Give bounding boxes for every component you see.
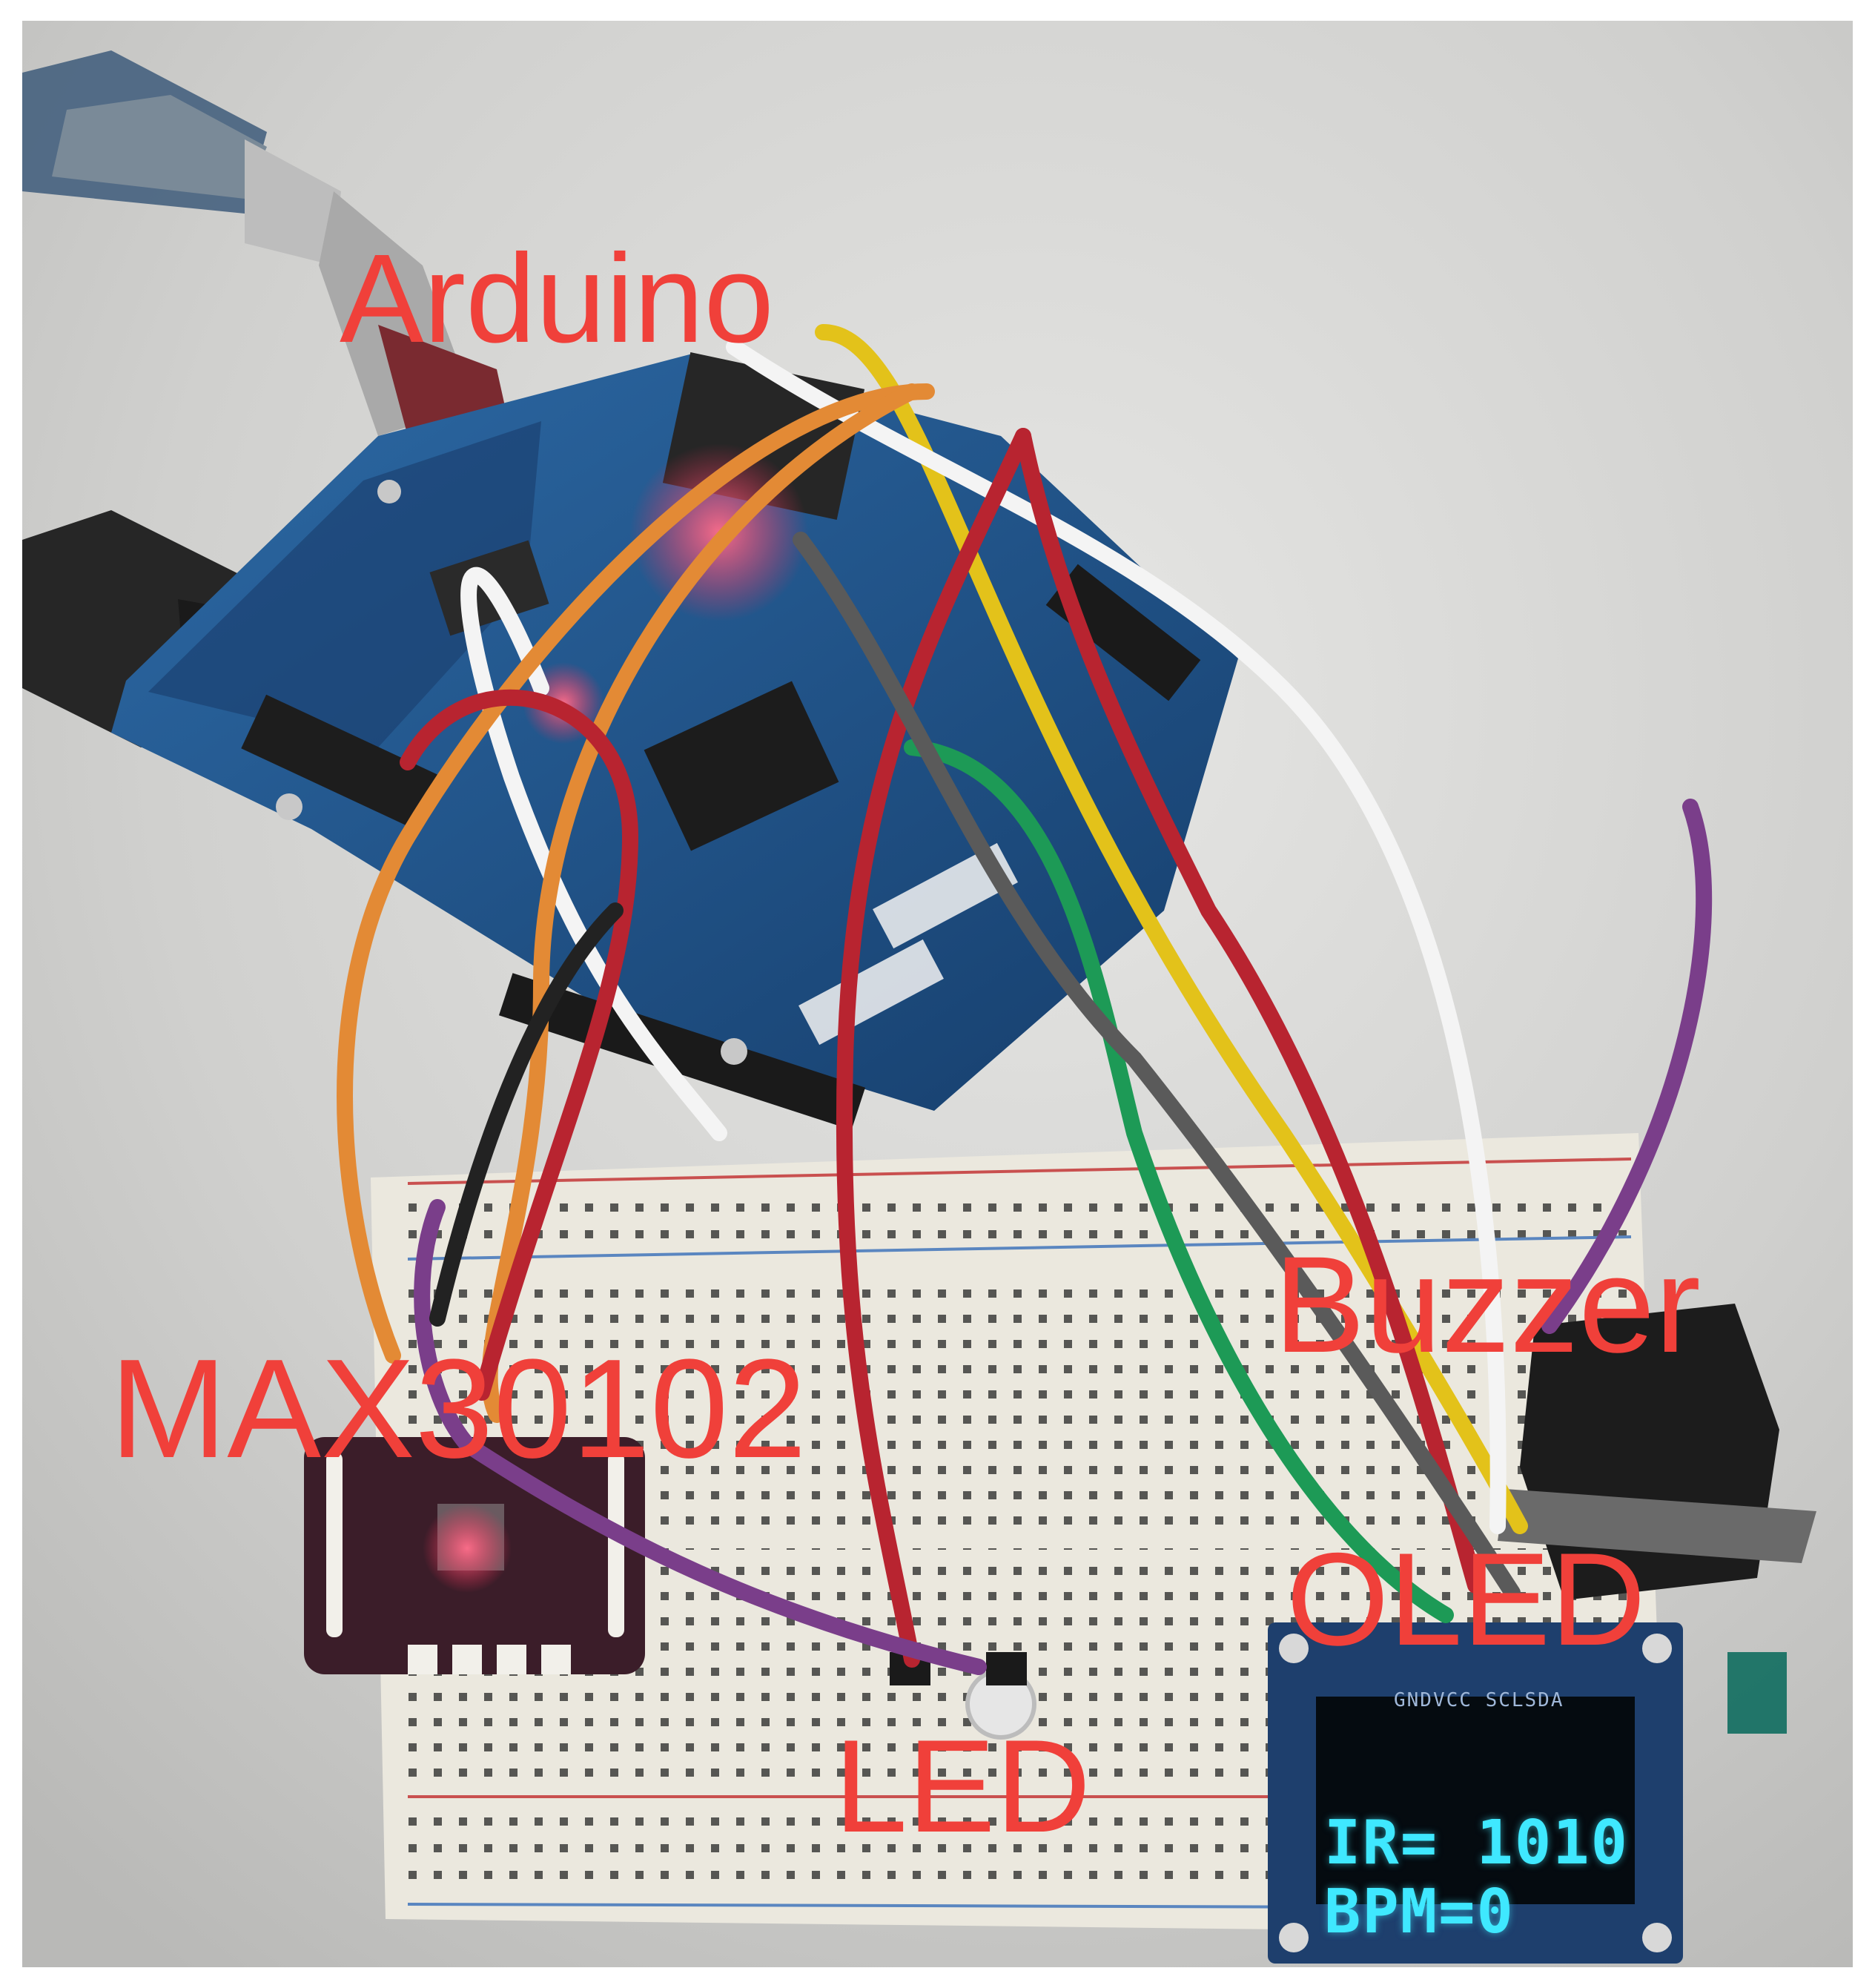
jumper-wires xyxy=(337,324,1713,1675)
oled-ir-readout: IR= 1010 xyxy=(1324,1808,1629,1878)
usb-cable-icon xyxy=(22,50,512,436)
label-led: LED xyxy=(834,1712,1091,1860)
oled-header-label: GNDVCC SCLSDA xyxy=(1394,1689,1564,1711)
label-arduino: Arduino xyxy=(340,228,774,369)
photo xyxy=(22,21,1853,1967)
oled-display-icon xyxy=(1268,1622,1787,1964)
oled-bpm-readout: BPM=0 xyxy=(1324,1877,1515,1947)
label-buzzer: Buzzer xyxy=(1274,1229,1701,1381)
label-oled: OLED xyxy=(1286,1525,1646,1673)
buzzer-icon xyxy=(1498,1304,1816,1600)
label-max30102: MAX30102 xyxy=(110,1330,807,1487)
